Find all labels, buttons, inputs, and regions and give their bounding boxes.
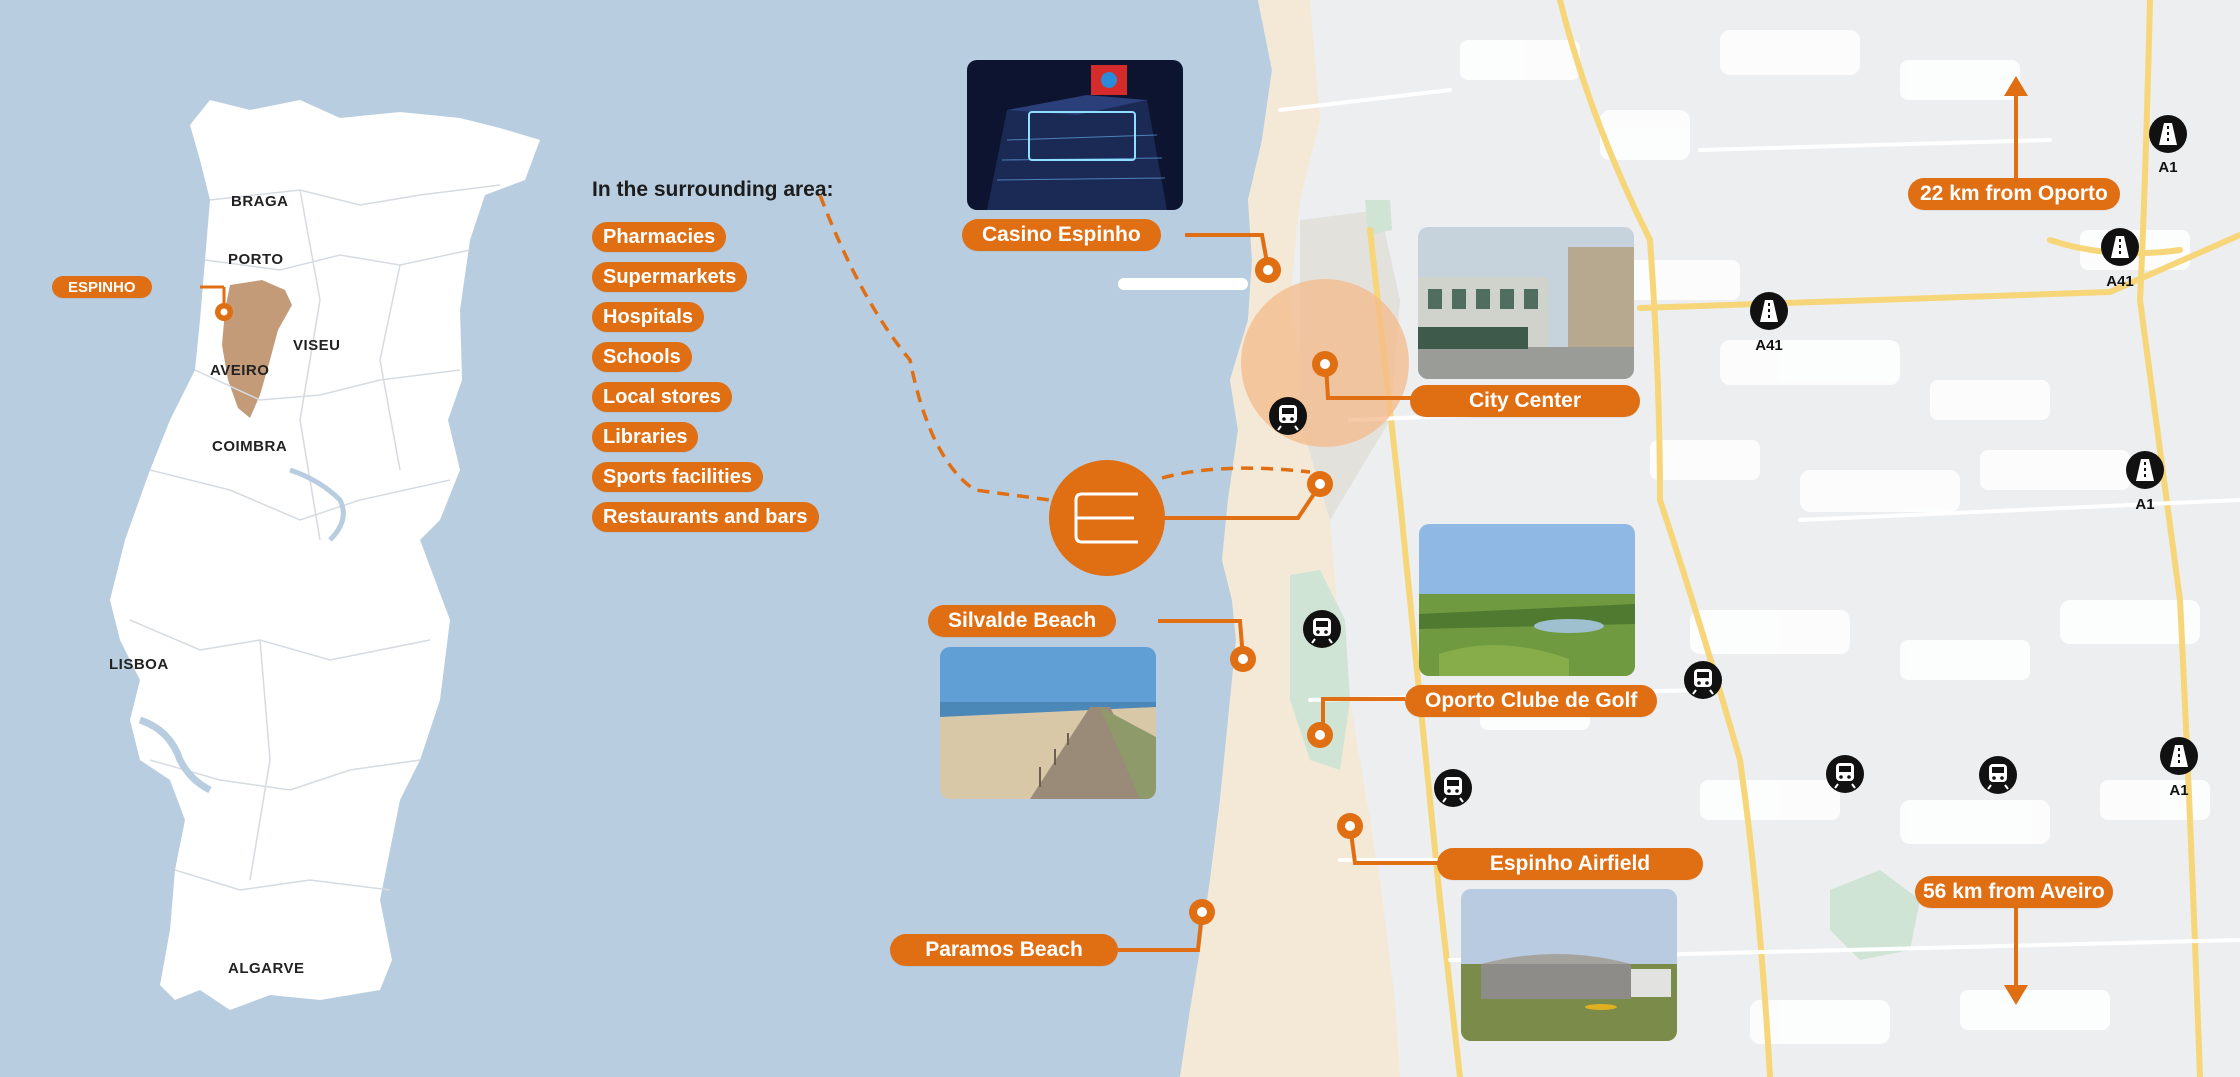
amenity-libraries: Libraries bbox=[592, 422, 699, 452]
label-oporto-golf: Oporto Clube de Golf bbox=[1405, 685, 1658, 717]
region-label-viseu: VISEU bbox=[293, 337, 341, 354]
label-paramos-beach: Paramos Beach bbox=[890, 934, 1118, 966]
amenity-sports-facilities: Sports facilities bbox=[592, 462, 763, 492]
region-label-coimbra: COIMBRA bbox=[212, 438, 288, 455]
distance-oporto: 22 km from Oporto bbox=[1908, 178, 2120, 210]
region-label-aveiro: AVEIRO bbox=[210, 362, 270, 379]
surrounding-heading: In the surrounding area: bbox=[592, 178, 834, 201]
green-area bbox=[1365, 200, 1392, 235]
amenity-list: Pharmacies Supermarkets Hospitals School… bbox=[592, 222, 819, 542]
highway-icons bbox=[1750, 115, 2198, 775]
photo-espinho-airfield bbox=[1461, 889, 1677, 1041]
development-logo-icon bbox=[1049, 460, 1165, 576]
espinho-label: ESPINHO bbox=[52, 276, 152, 298]
photo-golf-course bbox=[1419, 524, 1635, 676]
highway-label-a1: A1 bbox=[2169, 782, 2189, 799]
amenity-hospitals: Hospitals bbox=[592, 302, 705, 332]
amenity-local-stores: Local stores bbox=[592, 382, 732, 412]
direction-arrow-icon bbox=[2004, 985, 2028, 1005]
highway-label-a41: A41 bbox=[1755, 337, 1783, 354]
photo-city-center bbox=[1418, 227, 1634, 379]
label-city-center: City Center bbox=[1410, 385, 1640, 417]
photo-silvalde-beach bbox=[940, 647, 1156, 799]
photo-casino-espinho bbox=[967, 60, 1183, 210]
amenity-supermarkets: Supermarkets bbox=[592, 262, 748, 292]
highway-label-a1: A1 bbox=[2135, 496, 2155, 513]
region-label-lisboa: LISBOA bbox=[109, 656, 169, 673]
label-silvalde-beach: Silvalde Beach bbox=[928, 605, 1117, 637]
direction-arrow-icon bbox=[2004, 76, 2028, 96]
river bbox=[138, 716, 212, 794]
region-label-braga: BRAGA bbox=[231, 193, 289, 210]
label-casino-espinho: Casino Espinho bbox=[962, 219, 1161, 251]
highway-label-a41: A41 bbox=[2106, 273, 2134, 290]
distance-aveiro: 56 km from Aveiro bbox=[1915, 876, 2113, 908]
river bbox=[289, 467, 346, 542]
region-label-porto: PORTO bbox=[228, 251, 284, 268]
region-aveiro-highlight bbox=[222, 280, 292, 418]
amenity-pharmacies: Pharmacies bbox=[592, 222, 727, 252]
green-area bbox=[1830, 870, 1920, 960]
amenity-restaurants-bars: Restaurants and bars bbox=[592, 502, 819, 532]
region-label-algarve: ALGARVE bbox=[228, 960, 305, 977]
amenity-schools: Schools bbox=[592, 342, 692, 372]
label-espinho-airfield: Espinho Airfield bbox=[1437, 848, 1703, 880]
portugal-outline bbox=[110, 100, 540, 1010]
beach-strip bbox=[1180, 0, 1400, 1077]
highway-label-a1: A1 bbox=[2158, 159, 2178, 176]
train-station-icons bbox=[1269, 397, 2017, 807]
location-markers bbox=[1189, 257, 1363, 925]
